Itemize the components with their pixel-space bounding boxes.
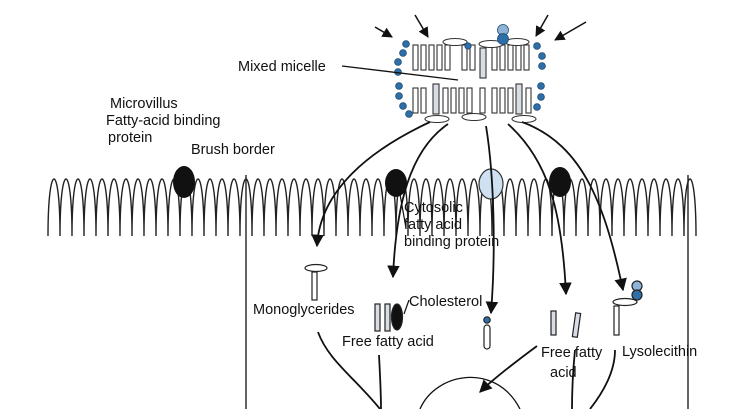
lower-curves — [317, 331, 616, 409]
cholesterol-leader — [403, 299, 410, 315]
free-fatty-acid-2-line1: Free fatty — [541, 345, 603, 361]
microvillus-line2: Fatty-acid binding — [106, 113, 221, 129]
micelle-leader — [341, 65, 459, 81]
phospholipid-top — [497, 24, 509, 45]
microvillus-line3: protein — [108, 130, 153, 146]
mixed-micelle — [412, 37, 537, 124]
cholesterol-label: Cholesterol — [409, 294, 483, 310]
microvillus-fabp — [173, 166, 195, 198]
lysolecithin-label: Lysolecithin — [622, 344, 698, 360]
cytosolic-line1: Cytosolic — [404, 200, 463, 216]
microvillus-line1: Microvillus — [110, 96, 178, 112]
microvillus-fabp-label: Microvillus Fatty-acid binding protein — [106, 96, 226, 147]
lower-molecules — [304, 263, 643, 350]
monoglycerides-label: Monoglycerides — [253, 302, 355, 318]
free-fatty-acid-2-line2: acid — [550, 365, 577, 381]
mixed-micelle-label: Mixed micelle — [238, 59, 326, 75]
phospholipid-heads — [394, 40, 546, 118]
fabp-2 — [385, 169, 407, 197]
brush-border-label: Brush border — [191, 142, 275, 158]
brush-border-membrane — [47, 178, 697, 237]
cytosolic-leader — [397, 182, 407, 229]
free-fatty-acid-label: Free fatty acid — [342, 334, 434, 350]
absorption-paths — [311, 121, 627, 315]
fabp-4 — [549, 167, 571, 197]
cytosolic-line3: binding protein — [404, 234, 500, 250]
cytosolic-line2: fatty acid — [404, 217, 463, 233]
cytosolic-fabp-label: Cytosolic fatty acid binding protein — [404, 200, 544, 251]
incoming-arrows — [374, 14, 587, 41]
free-fatty-acid-2-label: Free fatty acid — [541, 345, 621, 382]
